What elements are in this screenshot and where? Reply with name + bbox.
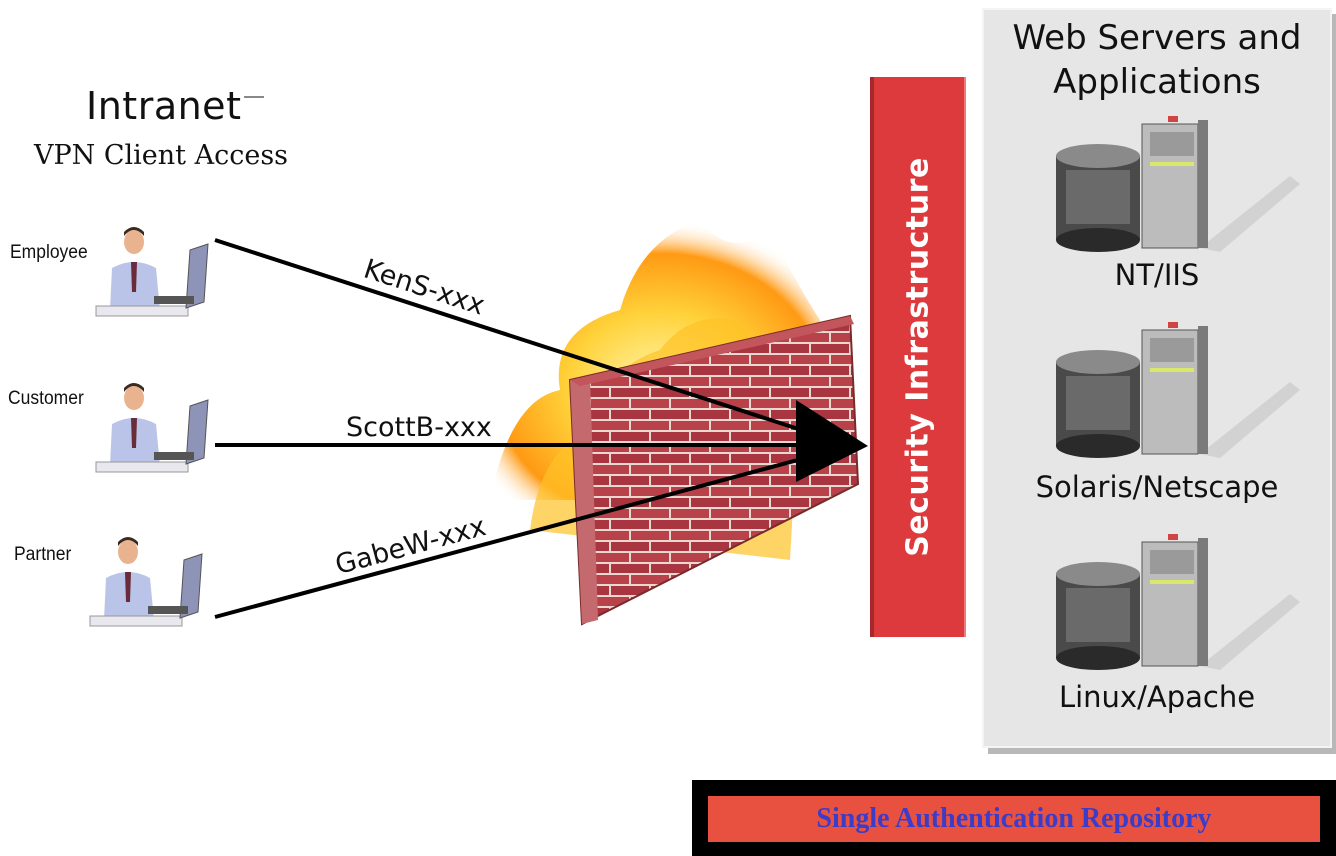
role-label-partner: Partner [14,544,72,565]
user-at-laptop-icon [95,227,209,317]
role-label-employee: Employee [10,242,88,263]
role-label-customer: Customer [8,388,84,409]
intranet-title: Intranet [86,84,242,128]
server-label-nt-iis: NT/IIS [1114,258,1200,292]
server-group-linux [1056,534,1300,670]
repository-box [708,796,1320,842]
server-tower-icon [1141,534,1208,667]
server-tower-icon [1141,322,1208,455]
brick-wall-icon [568,314,860,626]
credential-label-customer: ScottB-xxx [346,412,492,443]
arrow-partner [214,452,821,619]
database-cylinder-icon [1056,144,1140,252]
security-infrastructure-bar [870,77,966,637]
database-cylinder-icon [1056,350,1140,458]
servers-title-line2: Applications [1053,62,1261,102]
security-infrastructure-label: Security Infrastructure [900,157,936,557]
intranet-subtitle: VPN Client Access [34,140,289,171]
server-tower-icon [1141,116,1208,249]
server-group-solaris [1056,322,1300,458]
title-dash [244,96,264,98]
servers-panel-title: Web Servers and Applications [982,16,1332,104]
repository-label: Single Authentication Repository [816,803,1212,834]
database-cylinder-icon [1056,562,1140,670]
user-at-laptop-icon [89,537,203,627]
arrowhead [796,400,868,482]
server-label-linux-apache: Linux/Apache [1058,680,1256,714]
user-at-laptop-icon [95,383,209,473]
arrow-employee [214,238,821,438]
server-label-solaris-netscape: Solaris/Netscape [1035,470,1279,504]
servers-title-line1: Web Servers and [1012,18,1302,58]
server-group-nt [1056,116,1300,252]
firewall-graphic [490,220,860,626]
